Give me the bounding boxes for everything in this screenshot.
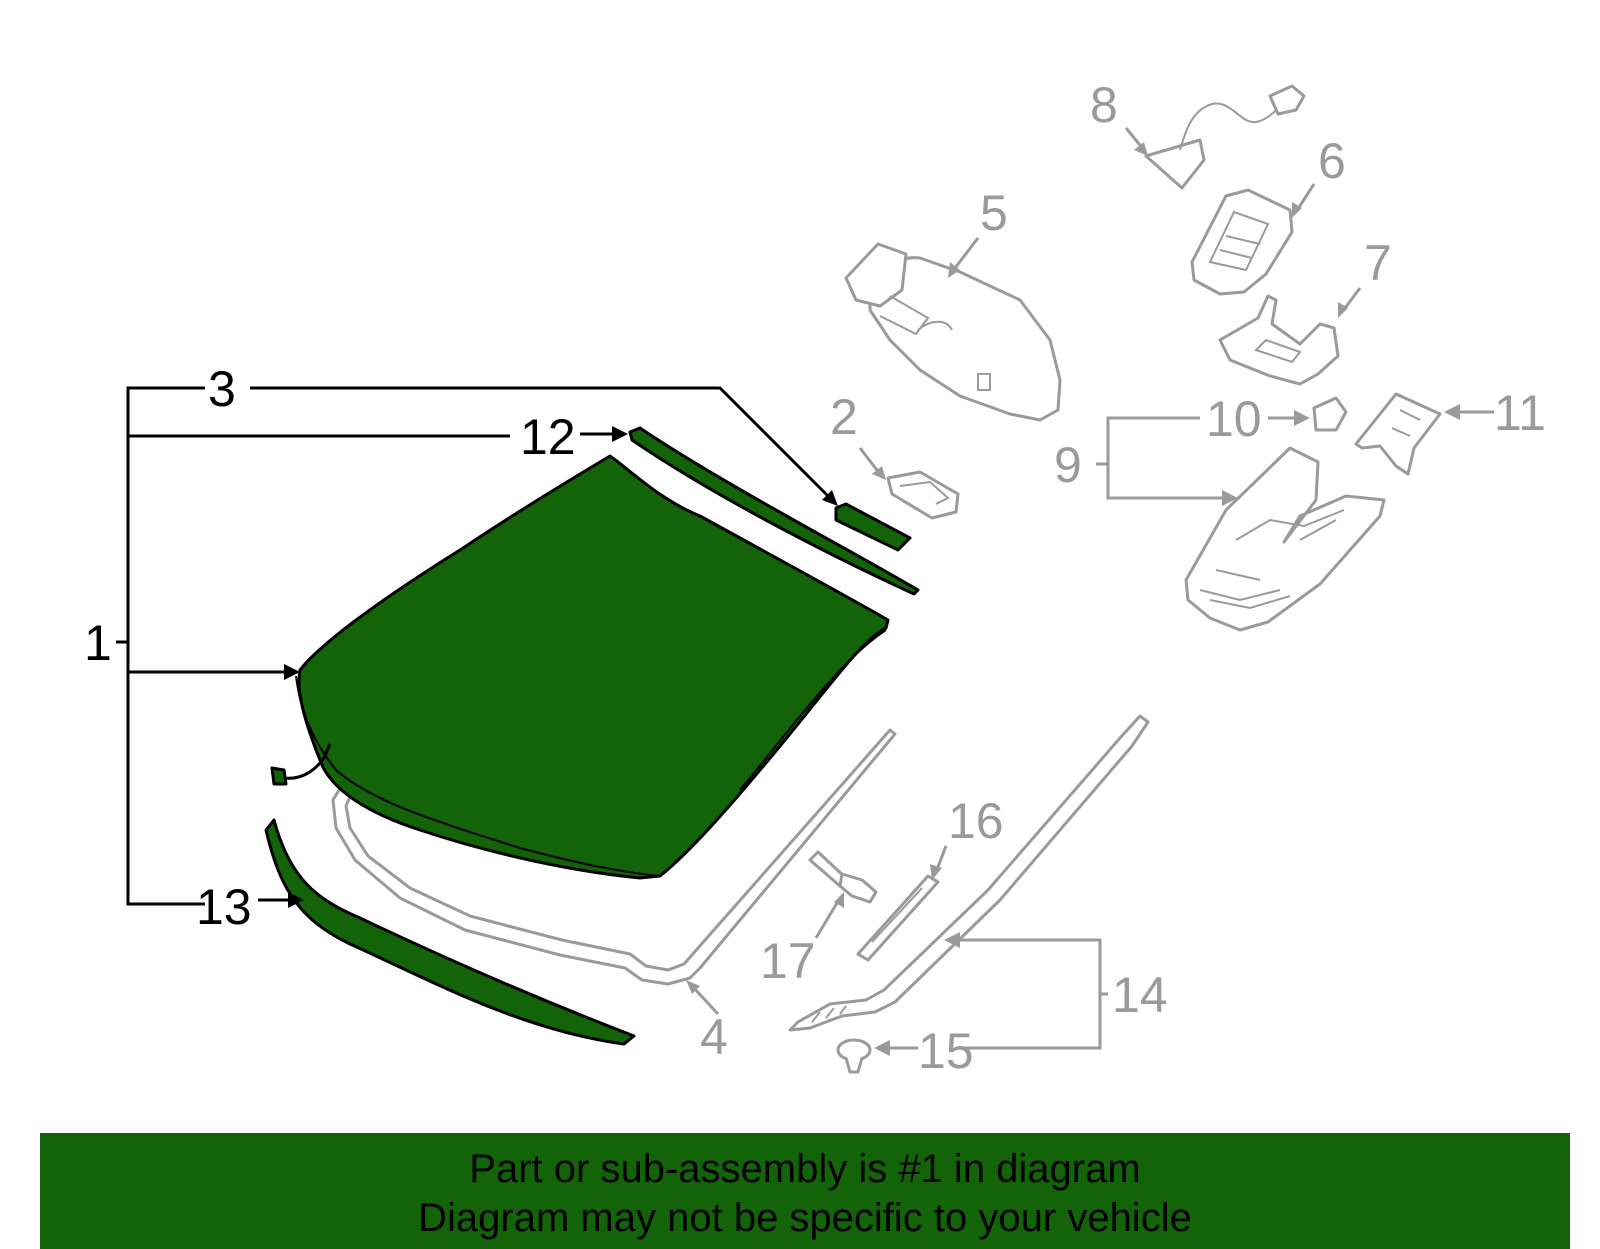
part-14-pillar-trim [788,714,1150,1032]
part-9-console [1184,446,1386,632]
part-5-mirror [844,242,1062,422]
part-2-bracket [886,470,960,520]
banner-line-2: Diagram may not be specific to your vehi… [418,1196,1192,1240]
callout-7[interactable]: 7 [1364,235,1392,291]
callout-11[interactable]: 11 [1494,385,1546,441]
callout-10[interactable]: 10 [1206,391,1262,447]
callout-3[interactable]: 3 [208,361,236,417]
callout-3-leader [250,386,838,506]
callout-1[interactable]: 1 [84,615,112,671]
callout-1-bracket [116,386,510,906]
callout-4[interactable]: 4 [700,1009,728,1065]
part-7-bracket [1218,294,1340,386]
callout-8[interactable]: 8 [1090,77,1118,133]
callout-13-leader [258,892,304,908]
part-11-bracket [1354,392,1442,476]
part-13-lower-strip [264,818,636,1046]
part-15-clip [836,1038,872,1074]
callout-13[interactable]: 13 [196,879,252,935]
callout-6[interactable]: 6 [1318,133,1346,189]
callout-12[interactable]: 12 [520,409,576,465]
part-17-clip [808,850,878,904]
callout-12-leader [580,426,628,442]
part-8-sensor [1144,84,1306,190]
grey-leaders [686,127,1494,1056]
banner-line-1: Part or sub-assembly is #1 in diagram [469,1147,1141,1191]
callout-14[interactable]: 14 [1112,967,1168,1023]
part-12-upper-strip [628,426,920,596]
part-10-clip [1312,396,1348,432]
callout-5[interactable]: 5 [980,185,1008,241]
callout-16[interactable]: 16 [948,793,1004,849]
callout-15[interactable]: 15 [918,1023,974,1079]
part-1-windshield[interactable] [270,454,890,880]
callout-9[interactable]: 9 [1054,437,1082,493]
info-banner: Part or sub-assembly is #1 in diagram Di… [40,1133,1570,1249]
callout-2[interactable]: 2 [830,389,858,445]
part-3-pad [834,502,912,552]
part-16-strip [856,874,940,962]
callout-17[interactable]: 17 [760,933,816,989]
part-6-housing [1190,188,1294,296]
